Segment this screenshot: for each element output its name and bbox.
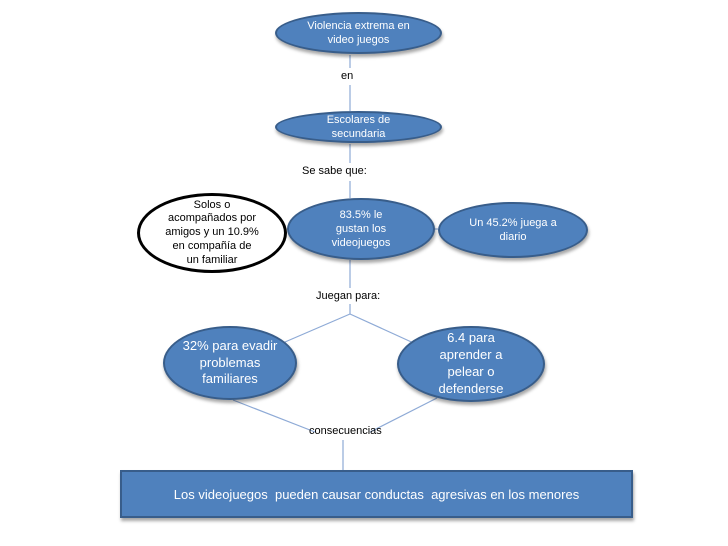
node-play-daily: Un 45.2% juega a diario	[438, 202, 588, 258]
node-right-line1: Un 45.2% juega a	[469, 216, 557, 229]
label-se-sabe: Se sabe que:	[302, 165, 367, 177]
node-evade-line2: problemas	[199, 354, 261, 370]
node-left-line1: Solos o	[193, 198, 231, 211]
node-violence-title: Violencia extrema en video juegos	[275, 12, 442, 54]
node-students: Escolares de secundaria	[275, 111, 442, 143]
conclusion-text: Los videojuegos pueden causar conductas …	[173, 486, 580, 502]
node-learn-line2: aprender a	[439, 347, 503, 363]
node-left-line3: amigos y un 10.9%	[165, 226, 259, 239]
node-left-line5: un familiar	[186, 253, 238, 266]
node-learn-line3: pelear o	[447, 364, 495, 379]
node-left-line2: acompañados por	[167, 212, 257, 225]
connector-evade-consec	[232, 399, 316, 433]
node-learn-to-fight: 6.4 para aprender a pelear o defenderse	[397, 326, 545, 402]
node-learn-line4: defenderse	[438, 380, 504, 396]
node-center-line3: videojuegos	[331, 237, 391, 250]
node-violence-title-line1: Violencia extrema en	[307, 19, 410, 32]
node-like-videogames: 83.5% le gustan los videojuegos	[287, 198, 435, 260]
node-learn-line1: 6.4 para	[447, 330, 495, 346]
connector-learn-consec	[369, 397, 438, 433]
connector-split-evade	[277, 313, 351, 346]
node-right-line2: diario	[499, 231, 527, 243]
label-en: en	[341, 70, 354, 82]
node-violence-title-line2: video juegos	[327, 34, 390, 46]
label-juegan-para: Juegan para:	[316, 290, 381, 302]
node-center-line2: gustan los	[335, 222, 387, 235]
label-consecuencias: consecuencias	[309, 425, 382, 437]
node-alone-or-accompanied: Solos o acompañados por amigos y un 10.9…	[137, 193, 287, 273]
node-center-line1: 83.5% le	[339, 208, 383, 221]
node-evade-problems: 32% para evadir problemas familiares	[163, 326, 297, 400]
node-students-line1: Escolares de	[326, 113, 391, 126]
node-evade-line1: 32% para evadir	[182, 337, 278, 353]
node-students-line2: secundaria	[331, 128, 386, 140]
connector-split-learn	[349, 313, 419, 346]
conclusion-box: Los videojuegos pueden causar conductas …	[120, 470, 633, 518]
node-left-line4: en compañía de	[172, 239, 252, 252]
node-evade-line3: familiares	[202, 371, 258, 387]
